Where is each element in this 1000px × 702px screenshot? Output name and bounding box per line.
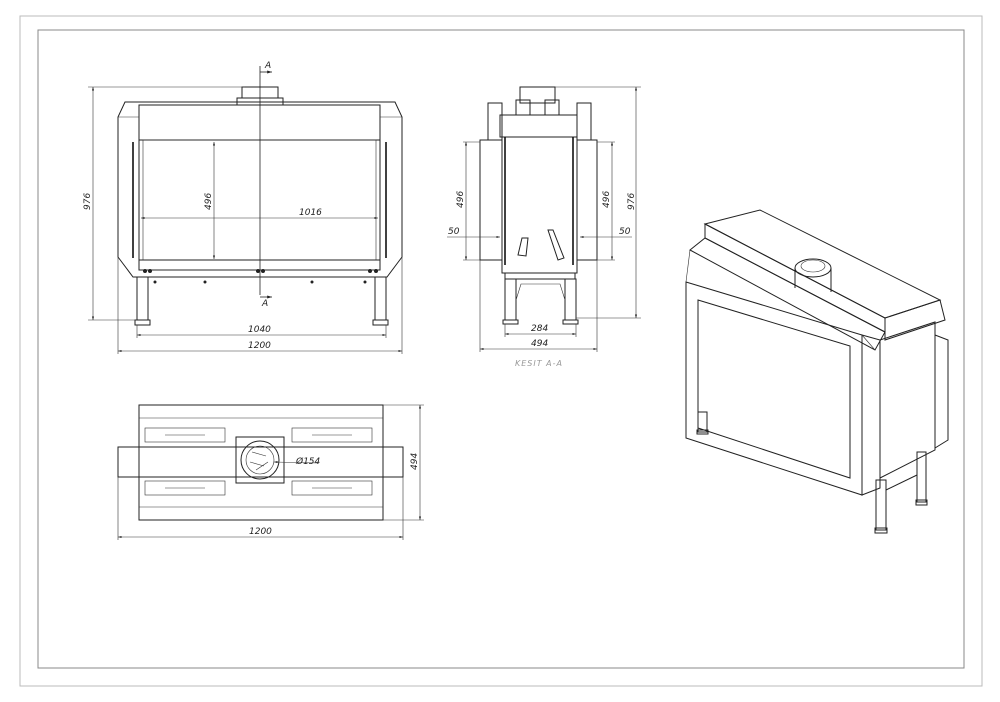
section-right-offset-dim-50: 50 xyxy=(619,227,631,237)
section-mark-bottom: A xyxy=(261,299,268,309)
overall-width-dim-1200: 1200 xyxy=(248,341,271,351)
section-depth-dim-494: 494 xyxy=(531,339,548,349)
top-depth-dim-494: 494 xyxy=(410,453,420,470)
flue-diameter-dim: Ø154 xyxy=(295,456,321,467)
isometric-view xyxy=(685,209,949,534)
section-view-a-a: 976 496 496 50 50 284 494 KESIT A-A xyxy=(447,86,641,368)
section-mark-top: A xyxy=(264,61,271,71)
sheet-inner-border xyxy=(37,29,965,669)
section-leg-span-dim-284: 284 xyxy=(531,324,548,334)
section-height-dim-976: 976 xyxy=(627,193,637,210)
front-view: A A 976 496 1016 1040 1200 xyxy=(83,61,403,354)
sheet-outer-border xyxy=(19,15,983,687)
section-right-height-dim-496: 496 xyxy=(602,191,612,208)
glass-height-dim-496: 496 xyxy=(204,193,214,210)
section-left-height-dim-496: 496 xyxy=(456,191,466,208)
top-width-dim-1200: 1200 xyxy=(249,527,272,537)
height-dim-976: 976 xyxy=(83,193,93,210)
top-view: Ø154 494 1200 xyxy=(117,404,424,540)
section-left-offset-dim-50: 50 xyxy=(448,227,460,237)
leg-span-dim-1040: 1040 xyxy=(248,325,271,335)
section-caption: KESIT A-A xyxy=(515,359,563,368)
glass-width-dim-1016: 1016 xyxy=(299,208,322,218)
